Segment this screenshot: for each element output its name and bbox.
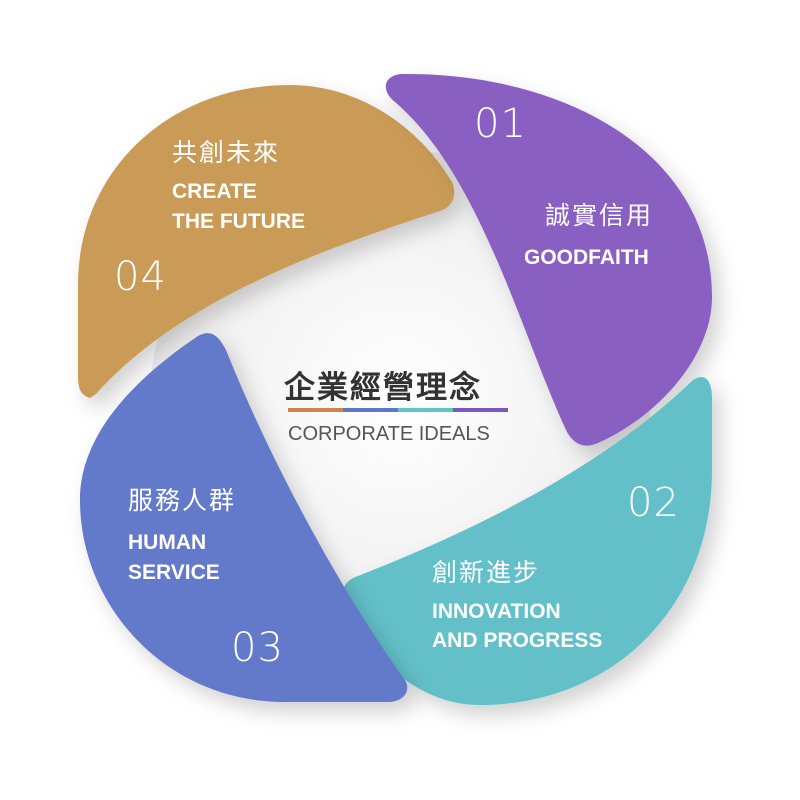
segment-03-number: 03: [231, 625, 284, 671]
segment-01-title-zh: 誠實信用: [545, 201, 654, 230]
underline-purple: [453, 408, 508, 412]
segment-01-number: 01: [474, 101, 527, 147]
segment-03-title-en-line1: HUMAN: [128, 531, 207, 554]
segment-01-title-en: GOODFAITH: [524, 246, 649, 269]
segment-03-shape: [80, 333, 408, 702]
segment-02-title-en-line2: AND PROGRESS: [432, 629, 603, 652]
center-subtitle: CORPORATE IDEALS: [288, 423, 490, 445]
segment-02-title-zh: 創新進步: [432, 558, 541, 587]
segment-02-shape: [343, 377, 712, 705]
segment-01-shape: [385, 73, 713, 446]
segment-04-title-zh: 共創未來: [172, 138, 281, 167]
center-title: 企業經營理念: [284, 370, 482, 406]
underline-teal: [398, 408, 453, 412]
segment-04-title-en-line2: THE FUTURE: [172, 210, 305, 233]
segment-04-title-en-line1: CREATE: [172, 180, 257, 203]
segment-04-shape: [78, 85, 455, 398]
segment-03-title-en-line2: SERVICE: [128, 561, 220, 584]
underline-blue: [343, 408, 398, 412]
segment-02-title-en-line1: INNOVATION: [432, 600, 561, 623]
underline-orange: [288, 408, 343, 412]
segment-04-number: 04: [114, 254, 167, 300]
segment-02-number: 02: [627, 480, 680, 526]
segment-03-title-zh: 服務人群: [128, 486, 237, 515]
